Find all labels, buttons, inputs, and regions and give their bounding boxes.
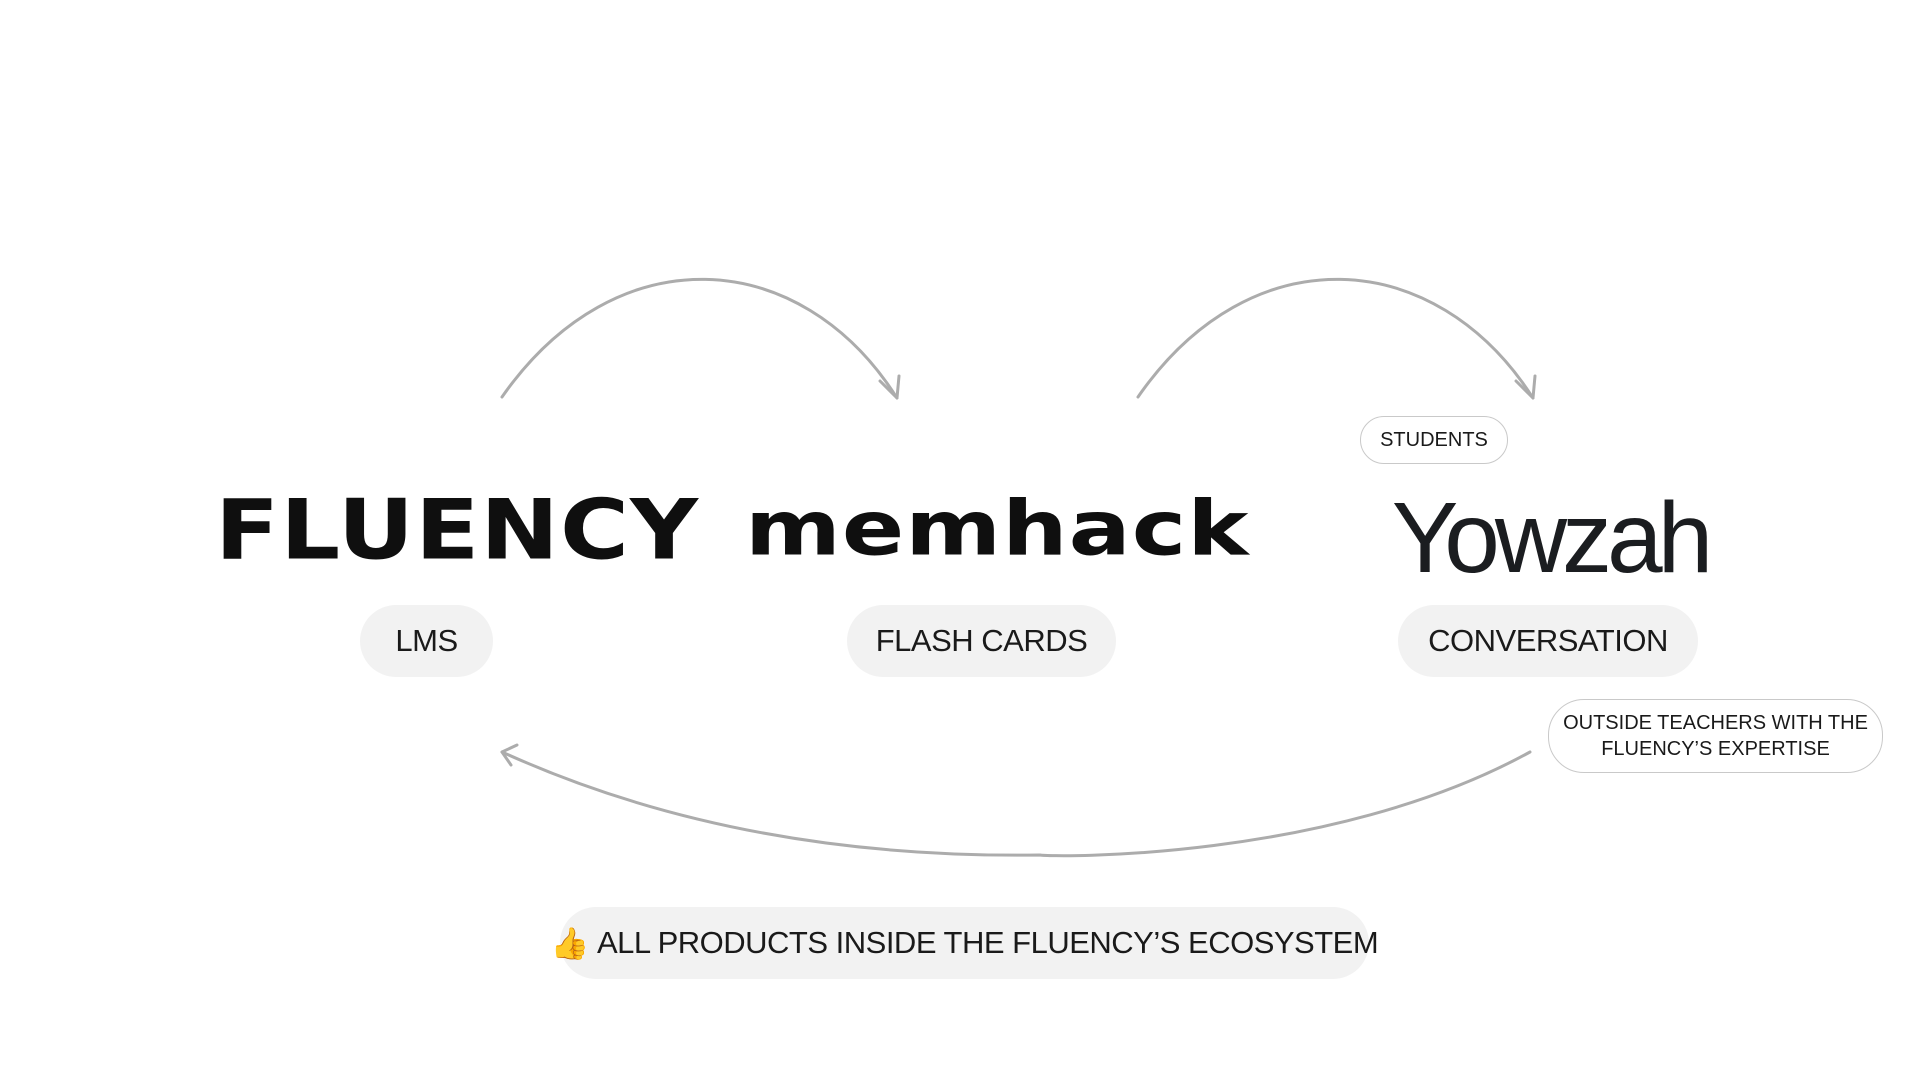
students-tag: STUDENTS xyxy=(1360,416,1508,464)
outside-teachers-line-1: OUTSIDE TEACHERS WITH THE xyxy=(1563,712,1868,734)
arrowhead-yowzah xyxy=(1514,374,1537,400)
lms-label: LMS xyxy=(360,605,493,677)
arrowhead-memhack xyxy=(878,374,901,400)
memhack-logo: memhack xyxy=(745,484,1250,573)
thumbs-up-icon: 👍 xyxy=(550,925,590,961)
ecosystem-label: 👍 ALL PRODUCTS INSIDE THE FLUENCY’S ECOS… xyxy=(551,907,1379,979)
conversation-label: CONVERSATION xyxy=(1398,605,1698,677)
outside-teachers-line-2: FLUENCY’S EXPERTISE xyxy=(1601,738,1830,760)
arrow-memhack-to-yowzah xyxy=(1136,277,1535,400)
arrow-yowzah-to-fluency xyxy=(500,750,1532,858)
ecosystem-label-text: ALL PRODUCTS INSIDE THE FLUENCY’S ECOSYS… xyxy=(596,925,1379,960)
arrow-fluency-to-memhack xyxy=(500,277,899,400)
fluency-logo: FLUENCY xyxy=(215,482,700,579)
outside-teachers-tag: OUTSIDE TEACHERS WITH THE FLUENCY’S EXPE… xyxy=(1548,699,1883,773)
flash-cards-label: FLASH CARDS xyxy=(847,605,1116,677)
arrowhead-fluency xyxy=(500,743,519,767)
yowzah-logo: Yowzah xyxy=(1391,482,1714,594)
